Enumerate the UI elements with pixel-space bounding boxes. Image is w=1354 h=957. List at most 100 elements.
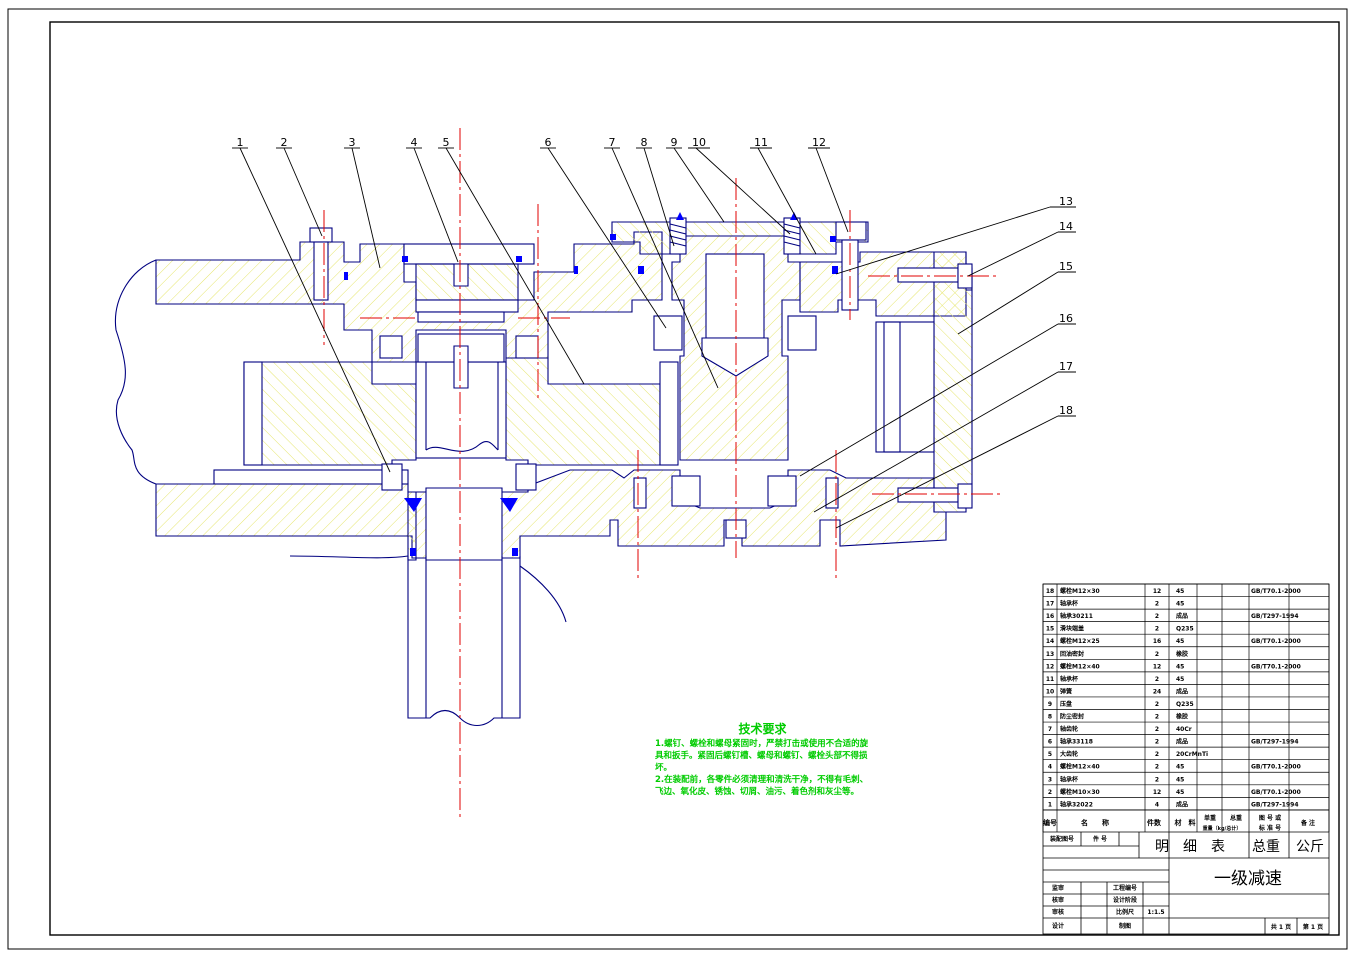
bom-row-no: 18 (1046, 588, 1054, 595)
tech-req-item-1: 1.螺钉、螺栓和螺母紧固时，严禁打击或使用不合适的旋具和扳手。紧固后螺钉槽、螺母… (655, 739, 869, 773)
bom-row-qty: 2 (1155, 739, 1159, 746)
balloon-3: 3 (349, 136, 356, 149)
bom-row-qty: 12 (1153, 789, 1161, 796)
seal-markers (344, 212, 838, 556)
project-no-label: 工程编号 (1113, 884, 1137, 892)
bom-row-no: 10 (1046, 688, 1054, 695)
balloon-1: 1 (237, 136, 244, 149)
centerlines (323, 128, 1000, 820)
balloon-10: 10 (692, 136, 706, 149)
bom-row-name: 轴齿轮 (1060, 725, 1078, 733)
balloon-18: 18 (1059, 404, 1073, 417)
bom-row-qty: 16 (1153, 638, 1161, 645)
balloon-15: 15 (1059, 260, 1073, 273)
ref-drawing-label: 装配图号 (1049, 835, 1074, 843)
bom-row-qty: 2 (1155, 751, 1159, 758)
bom-header-name: 名 称 (1081, 818, 1109, 827)
bom-row-no: 3 (1048, 776, 1052, 783)
balloon-17: 17 (1059, 360, 1073, 373)
bom-row-material: 45 (1176, 663, 1184, 670)
bom-row-material: Q235 (1176, 701, 1194, 708)
bom-row-material: 45 (1176, 676, 1184, 683)
tech-req-item-2: 2.在装配前，各零件必须清理和清洗干净，不得有毛刺、飞边、氧化皮、锈蚀、切屑、油… (655, 775, 869, 797)
bom-row-material: 45 (1176, 789, 1184, 796)
balloon-2: 2 (281, 136, 288, 149)
bom-row-name: 回油密封 (1060, 650, 1084, 658)
bom-row-standard: GB/T297-1994 (1251, 739, 1299, 746)
bom-row-material: 45 (1176, 776, 1184, 783)
bom-header-unit-weight: 单重 (1204, 814, 1216, 822)
balloon-12: 12 (812, 136, 826, 149)
bom-row-name: 螺栓M12×30 (1060, 587, 1100, 595)
technical-requirements: 技术要求 1.螺钉、螺栓和螺母紧固时，严禁打击或使用不合适的旋具和扳手。紧固后螺… (655, 722, 870, 798)
bom-row-standard: GB/T70.1-2000 (1251, 789, 1301, 796)
bom-row-qty: 12 (1153, 663, 1161, 670)
bom-row-qty: 2 (1155, 726, 1159, 733)
bom-row-no: 8 (1048, 714, 1052, 721)
bom-row-qty: 2 (1155, 613, 1159, 620)
bom-header-no: 编号 (1043, 818, 1057, 827)
leader-lines (232, 147, 1076, 529)
bom-row-material: 橡胶 (1176, 650, 1188, 658)
sheet-number: 第 1 页 (1302, 923, 1323, 931)
bom-row-material: 成品 (1176, 800, 1188, 808)
bom-row-qty: 2 (1155, 676, 1159, 683)
balloon-7: 7 (609, 136, 616, 149)
bom-row-no: 7 (1048, 726, 1052, 733)
design-stage-label: 设计阶段 (1113, 896, 1137, 904)
title-block: 一级减速 监审 核审 审核 设计 工程编号 设计阶段 比例尺 制图 1:1.5 … (1042, 583, 1330, 935)
bom-row-qty: 4 (1155, 801, 1159, 808)
bom-row-name: 轴承32022 (1060, 800, 1093, 808)
bom-row-qty: 2 (1155, 714, 1159, 721)
role-label-3: 审核 (1052, 908, 1064, 916)
bom-row-name: 压盘 (1060, 700, 1072, 708)
balloon-6: 6 (545, 136, 552, 149)
total-weight-label: 总重 (1252, 839, 1280, 855)
bom-row-name: 弹簧 (1060, 687, 1072, 695)
bom-row-no: 6 (1048, 739, 1052, 746)
scale-value: 1:1.5 (1147, 909, 1164, 916)
bom-row-standard: GB/T70.1-2000 (1251, 663, 1301, 670)
unit-kg-label: 公斤 (1296, 839, 1324, 855)
bom-row-name: 轴承杯 (1060, 675, 1079, 683)
bom-row-name: 大齿轮 (1060, 750, 1078, 758)
bom-row-standard: GB/T70.1-2000 (1251, 764, 1301, 771)
bom-row-qty: 2 (1155, 701, 1159, 708)
bom-row-name: 滑块端盖 (1060, 625, 1084, 633)
balloon-4: 4 (411, 136, 418, 149)
bom-row-name: 轴承30211 (1060, 612, 1093, 620)
role-label-2: 核审 (1052, 896, 1064, 904)
bom-row-material: 20CrMnTi (1176, 751, 1208, 758)
bom-row-qty: 12 (1153, 588, 1161, 595)
bom-row-material: 成品 (1176, 612, 1188, 620)
bom-row-qty: 24 (1153, 688, 1161, 695)
bom-row-no: 16 (1046, 613, 1054, 620)
role-label-4: 设计 (1052, 922, 1064, 930)
bom-row-name: 螺栓M10×30 (1060, 788, 1100, 796)
bom-header-weight-note: 重量（kg/总计） (1203, 825, 1242, 832)
bom-row-material: 橡胶 (1176, 713, 1188, 721)
bom-row-name: 防尘密封 (1060, 713, 1084, 721)
bom-header-remark: 备 注 (1300, 819, 1315, 827)
bom-header-mat: 材 料 (1174, 818, 1196, 827)
reducer-section-view (114, 217, 973, 727)
bom-row-standard: GB/T297-1994 (1251, 801, 1299, 808)
balloon-14: 14 (1059, 220, 1073, 233)
bom-row-material: 成品 (1176, 738, 1188, 746)
outer-border (7, 8, 1348, 950)
bom-header-total-weight: 总重 (1230, 814, 1242, 822)
role-label-1: 监审 (1052, 884, 1064, 892)
parts-list-title: 明 细 表 (1155, 839, 1225, 855)
bom-header-std-1: 图 号 或 (1259, 814, 1281, 822)
bom-row-no: 9 (1048, 701, 1052, 708)
bom-row-no: 14 (1046, 638, 1054, 645)
bom-row-no: 2 (1048, 789, 1052, 796)
bom-row-material: 40Cr (1176, 726, 1192, 733)
bom-row-qty: 2 (1155, 764, 1159, 771)
bom-header-qty: 件数 (1147, 818, 1162, 827)
bom-row-no: 5 (1048, 751, 1052, 758)
balloon-11: 11 (754, 136, 768, 149)
bom-header-std-2: 标 准 号 (1258, 824, 1281, 832)
balloon-13: 13 (1059, 195, 1073, 208)
